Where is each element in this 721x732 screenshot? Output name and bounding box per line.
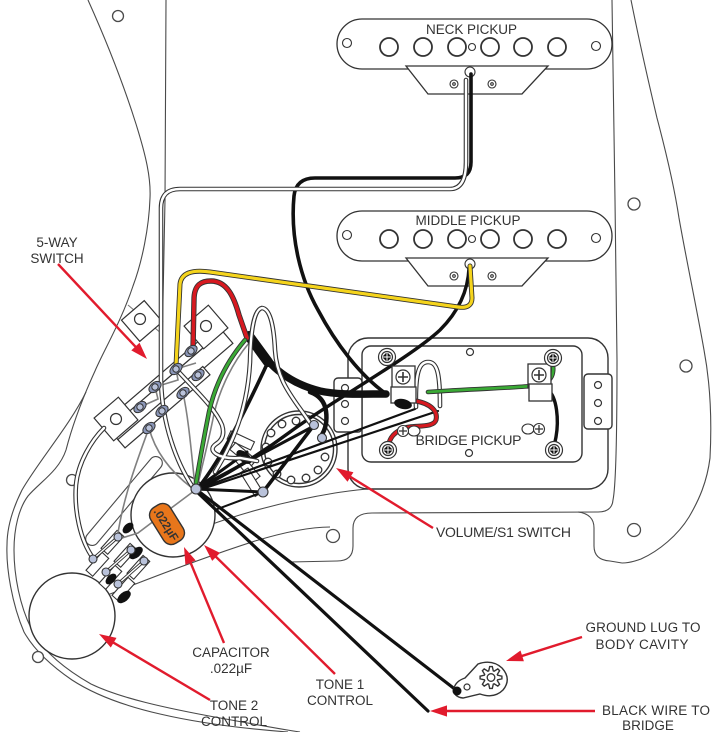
svg-text:BRIDGE PICKUP: BRIDGE PICKUP [416,432,522,448]
svg-text:BRIDGE: BRIDGE [622,718,674,732]
svg-text:CAPACITOR: CAPACITOR [192,645,270,660]
svg-text:BLACK WIRE TO: BLACK WIRE TO [602,703,710,718]
svg-text:TONE 1: TONE 1 [316,677,365,692]
svg-text:CONTROL: CONTROL [201,714,267,729]
svg-text:BODY CAVITY: BODY CAVITY [596,637,689,652]
svg-text:5-WAY: 5-WAY [36,235,77,250]
svg-text:.022µF: .022µF [210,661,252,676]
svg-text:VOLUME/S1 SWITCH: VOLUME/S1 SWITCH [436,524,571,540]
svg-text:SWITCH: SWITCH [30,251,83,266]
svg-text:GROUND LUG TO: GROUND LUG TO [586,620,701,635]
svg-text:CONTROL: CONTROL [307,693,373,708]
svg-text:MIDDLE PICKUP: MIDDLE PICKUP [416,213,521,228]
svg-text:TONE 2: TONE 2 [210,698,259,713]
svg-text:NECK PICKUP: NECK PICKUP [426,22,517,37]
